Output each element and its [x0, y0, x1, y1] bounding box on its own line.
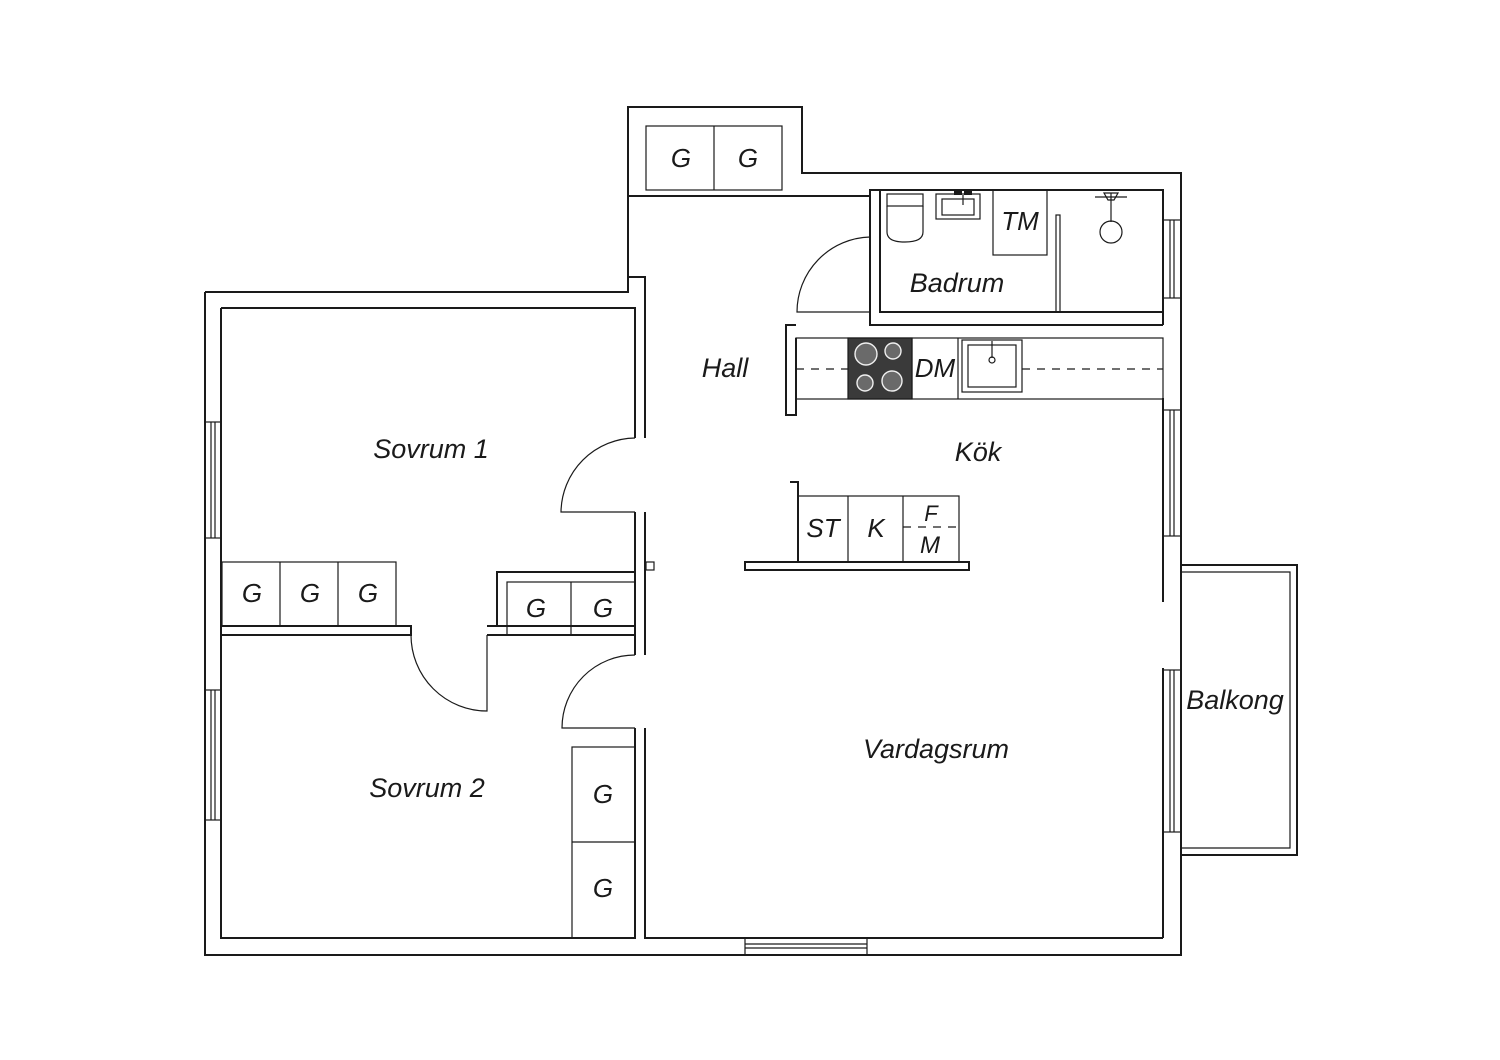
- wardrobe-label: G: [593, 779, 613, 809]
- room-labels: Sovrum 1 Sovrum 2 Hall Badrum Kök Vardag…: [369, 268, 1284, 803]
- shower-partition: [1055, 214, 1061, 313]
- bathroom-fixtures: [886, 189, 1127, 313]
- wardrobe-label: G: [300, 578, 320, 608]
- wardrobe-label: G: [593, 873, 613, 903]
- wardrobe-label: G: [671, 143, 691, 173]
- freezer-label-bottom: M: [920, 532, 940, 559]
- kitchen-counter: [795, 337, 1164, 400]
- shower-head-icon: [1095, 192, 1127, 244]
- dishwasher-label: DM: [915, 353, 956, 383]
- room-label-vardagsrum: Vardagsrum: [863, 734, 1009, 764]
- room-label-sovrum2: Sovrum 2: [369, 773, 485, 803]
- windows: [204, 219, 1182, 956]
- appliance-cabinet: [797, 495, 960, 563]
- wardrobe-label: G: [526, 593, 546, 623]
- doors: [410, 236, 871, 729]
- bathroom-sink-icon: [935, 191, 981, 220]
- wardrobe-label: G: [738, 143, 758, 173]
- fixture-labels: G G G G G G G G G TM DM ST K F M: [242, 143, 1039, 903]
- washing-machine-label: TM: [1001, 206, 1039, 236]
- wardrobe-label: G: [242, 578, 262, 608]
- toilet-icon: [886, 193, 924, 243]
- room-label-kok: Kök: [955, 437, 1003, 467]
- wardrobe-label: G: [358, 578, 378, 608]
- room-label-hall: Hall: [702, 353, 750, 383]
- cleaning-cabinet-label: ST: [806, 513, 841, 543]
- washing-machine-icon: [992, 189, 1048, 256]
- wardrobes: [221, 125, 783, 939]
- room-label-sovrum1: Sovrum 1: [373, 434, 489, 464]
- balcony: [1181, 564, 1298, 856]
- kitchen-sink-icon: [961, 339, 1023, 393]
- fridge-label: K: [867, 513, 886, 543]
- room-label-balkong: Balkong: [1186, 685, 1284, 715]
- room-label-badrum: Badrum: [910, 268, 1005, 298]
- wardrobe-label: G: [593, 593, 613, 623]
- stove-icon: [847, 337, 913, 400]
- freezer-label-top: F: [924, 501, 939, 526]
